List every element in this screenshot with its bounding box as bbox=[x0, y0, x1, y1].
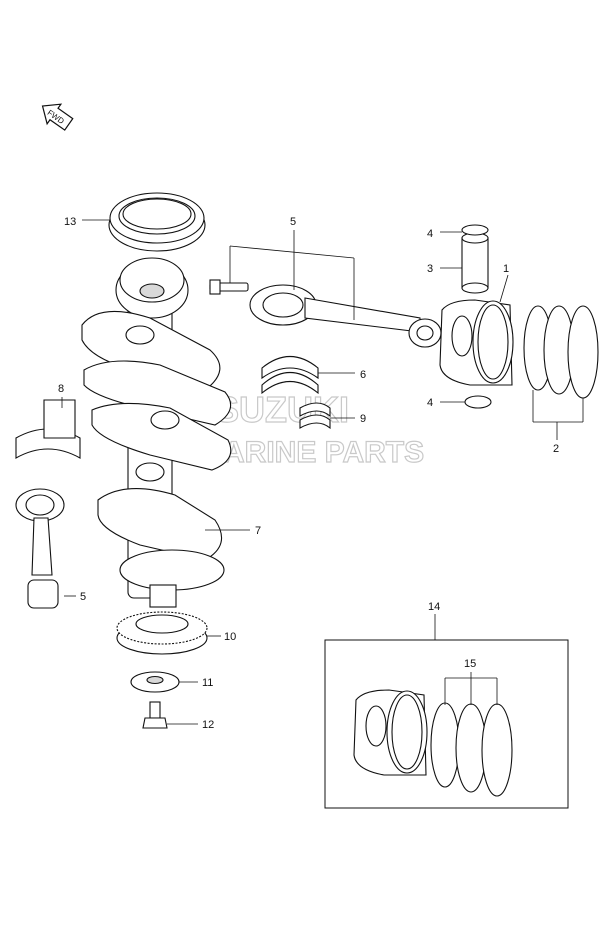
piston-set-box bbox=[324, 639, 569, 809]
piston-rings-part bbox=[523, 305, 599, 399]
watermark: SUZUKI MARINE PARTS bbox=[197, 388, 424, 469]
callout-4-lower: 4 bbox=[427, 397, 433, 409]
conrod-bearing-part bbox=[261, 356, 319, 395]
connecting-rod-part-upper bbox=[249, 284, 442, 348]
connecting-rod-part-lower bbox=[15, 488, 65, 609]
callout-9: 9 bbox=[360, 413, 366, 425]
fwd-arrow-icon: FWD bbox=[41, 103, 74, 131]
callout-5-lower: 5 bbox=[80, 591, 86, 603]
callout-12: 12 bbox=[202, 719, 214, 731]
callout-11: 11 bbox=[202, 677, 213, 689]
piston-pin-part bbox=[461, 232, 489, 294]
leader-lines bbox=[61, 219, 584, 725]
callout-15: 15 bbox=[464, 658, 476, 670]
piston-part bbox=[439, 299, 514, 386]
thrust-bearing-part bbox=[299, 402, 331, 430]
callout-8: 8 bbox=[58, 383, 64, 395]
callout-1: 1 bbox=[503, 263, 509, 275]
callout-4-upper: 4 bbox=[427, 228, 433, 240]
bolt-part bbox=[142, 701, 168, 729]
callout-14: 14 bbox=[428, 601, 440, 613]
callout-5-upper: 5 bbox=[290, 216, 296, 228]
callout-10: 10 bbox=[224, 631, 236, 643]
callout-6: 6 bbox=[360, 369, 366, 381]
callout-13: 13 bbox=[64, 216, 76, 228]
crankshaft-part bbox=[81, 257, 232, 608]
callouts: 13 5 4 3 1 6 4 9 2 8 5 7 10 11 12 14 15 bbox=[58, 216, 559, 731]
main-bearing-part bbox=[15, 399, 81, 459]
oil-seal-part bbox=[108, 192, 206, 252]
piston-set-part bbox=[353, 689, 428, 776]
crankshaft-gear-part bbox=[116, 611, 208, 655]
rod-bolt-part bbox=[209, 279, 249, 295]
circlip-part-upper bbox=[461, 224, 489, 236]
callout-7: 7 bbox=[255, 525, 261, 537]
callout-2: 2 bbox=[553, 443, 559, 455]
callout-3: 3 bbox=[427, 263, 433, 275]
watermark-line2: MARINE PARTS bbox=[198, 436, 424, 469]
circlip-part-lower bbox=[464, 395, 492, 409]
washer-part bbox=[130, 671, 180, 693]
piston-set-rings-part bbox=[430, 702, 513, 797]
